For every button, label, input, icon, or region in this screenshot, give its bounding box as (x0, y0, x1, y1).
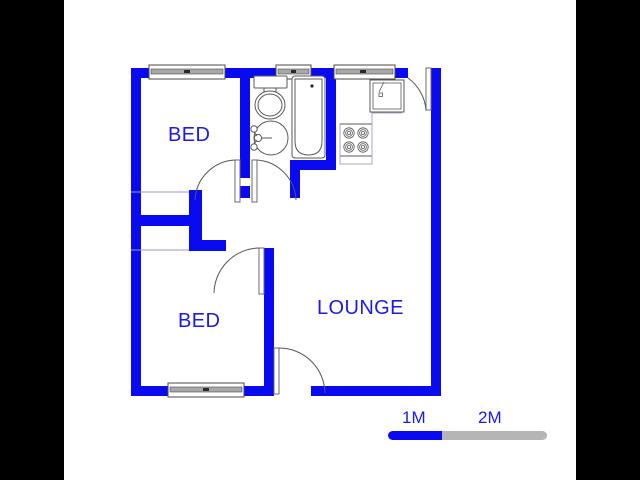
room-label-bed-2: BED (178, 310, 221, 332)
wall-exterior-top-seg-1 (131, 68, 149, 78)
wall-exterior-top-seg-4 (394, 68, 408, 78)
kitchen-sink-fixture (369, 79, 405, 113)
wall-interior-bed2-lounge (264, 248, 274, 396)
bathtub-fixture (291, 75, 326, 159)
wall-interior-hall-horizontal-lower (189, 240, 226, 251)
stove-fixture (339, 112, 402, 165)
wall-interior-bed1-bath-upper (240, 68, 250, 178)
room-label-bed-1: BED (168, 124, 211, 146)
scale-bar-widget: 1M 2M (326, 408, 556, 446)
wall-exterior-left (131, 68, 141, 396)
wall-exterior-top-seg-3 (310, 68, 334, 78)
toilet-fixture (253, 75, 288, 120)
wall-exterior-top-seg-5 (431, 68, 441, 78)
floor-plan-page: BED BED LOUNGE 1M 2M (64, 0, 576, 480)
wall-interior-bed1-bath-lower (240, 186, 250, 198)
wall-interior-toilet-bath (268, 68, 276, 76)
doors-group (194, 67, 432, 395)
door-toilet (251, 159, 297, 203)
window-bed-1-top (148, 64, 226, 80)
scale-tick-label-1m: 1M (402, 408, 426, 427)
door-main-entry-top-right (407, 67, 432, 111)
door-lounge-entry-bottom (273, 347, 326, 395)
window-kitchen-top (333, 64, 396, 80)
scale-bar-track (388, 431, 547, 440)
scale-bar-fill (388, 431, 442, 440)
room-label-lounge: LOUNGE (317, 297, 404, 319)
wash-basin-fixture (250, 120, 289, 156)
wall-interior-bath-right (326, 68, 336, 170)
door-bed-2 (213, 247, 265, 295)
wall-interior-bath-bottom-stub (290, 160, 300, 198)
cupboard-lines (131, 191, 189, 251)
door-bed-1 (194, 159, 241, 203)
scale-tick-label-2m: 2M (478, 408, 502, 427)
wall-exterior-bottom-right (311, 386, 441, 396)
walls-group (131, 68, 441, 396)
wall-exterior-right (431, 68, 441, 396)
window-bed-2-bottom (167, 382, 245, 398)
wall-interior-bath-bottom (290, 160, 336, 170)
floor-plan-drawing (131, 64, 441, 398)
fixtures-group (131, 75, 405, 251)
wall-interior-hall-horizontal-upper (131, 215, 202, 226)
